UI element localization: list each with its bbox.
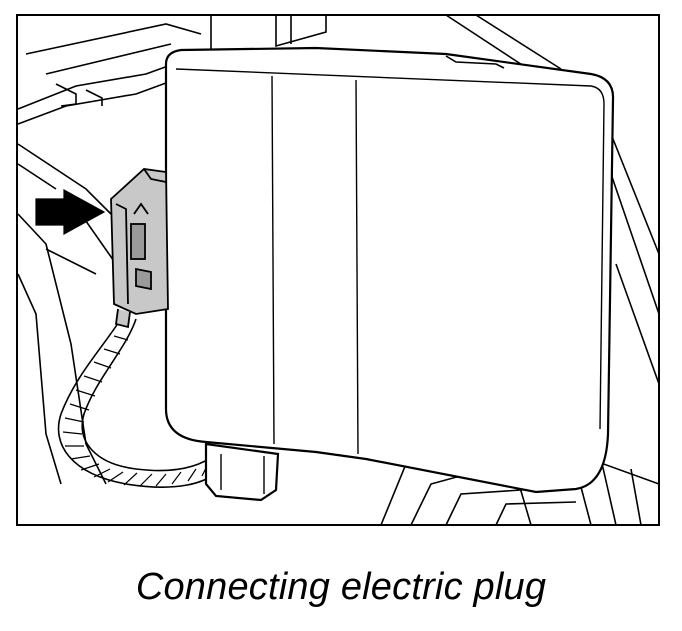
control-unit-housing [164, 46, 615, 502]
figure-caption: Connecting electric plug [135, 566, 547, 608]
right-arrow-icon [35, 188, 106, 236]
technical-illustration [16, 14, 660, 526]
electric-plug-connector [110, 168, 169, 329]
wiring-harness [57, 313, 222, 488]
